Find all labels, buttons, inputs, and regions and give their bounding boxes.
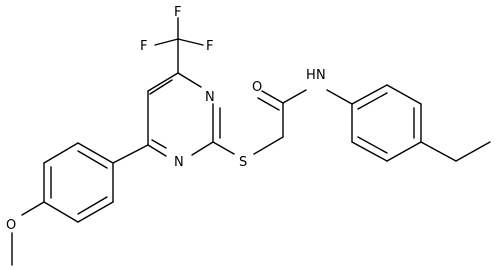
bond-l4-l5 bbox=[43, 201, 79, 223]
bond-r2-r3 bbox=[386, 84, 422, 105]
atom-labels: F F F N N S O H N O bbox=[6, 5, 326, 233]
bond-s-ch2 bbox=[253, 136, 284, 155]
bond-r5-r6-double bbox=[357, 136, 388, 154]
bond-n1-c6 bbox=[147, 144, 167, 157]
atom-f2: F bbox=[140, 39, 147, 54]
bond-l4-o bbox=[21, 201, 45, 216]
bond-nh-ar bbox=[326, 89, 353, 105]
bond-l2-l3 bbox=[43, 142, 79, 164]
bond-c4-c5-double bbox=[149, 79, 173, 95]
bond-c-o bbox=[261, 90, 284, 104]
bond-c-nh bbox=[282, 89, 307, 104]
atom-f3: F bbox=[206, 39, 213, 54]
bond-r1-r2-double bbox=[357, 92, 388, 110]
atom-h-amide: H bbox=[306, 68, 316, 83]
bonds bbox=[11, 17, 491, 266]
bond-c-o-double bbox=[257, 97, 280, 111]
bond-ch2-ch3 bbox=[455, 141, 491, 162]
atom-n-amide: N bbox=[316, 68, 326, 83]
bond-n1-c6-double bbox=[151, 139, 167, 149]
bond-r4-ch2 bbox=[420, 141, 457, 162]
bond-r4-r5 bbox=[386, 141, 422, 162]
bond-c-f2 bbox=[154, 38, 179, 46]
bond-l1-l2 bbox=[77, 142, 114, 164]
atom-n-pyrimidine-top: N bbox=[205, 90, 215, 105]
atom-n-pyrimidine-bottom: N bbox=[174, 155, 184, 170]
bond-r1-r2 bbox=[351, 84, 388, 105]
bond-c-f3 bbox=[177, 38, 204, 46]
bond-c4-n3 bbox=[177, 72, 202, 88]
bond-c6-l1 bbox=[112, 144, 149, 164]
bond-l5-l6 bbox=[77, 201, 114, 223]
atom-s: S bbox=[239, 155, 247, 170]
bond-c4-c5 bbox=[147, 72, 179, 92]
bond-c2-s bbox=[212, 141, 235, 155]
atom-o-carbonyl: O bbox=[252, 80, 262, 95]
atom-f1: F bbox=[174, 5, 181, 20]
atom-o-methoxy: O bbox=[6, 218, 16, 233]
bond-l1-l2-double bbox=[77, 150, 108, 169]
bond-r5-r6 bbox=[351, 141, 388, 162]
bond-l5-l6-double bbox=[77, 196, 108, 215]
bond-c2-n1 bbox=[191, 141, 214, 156]
